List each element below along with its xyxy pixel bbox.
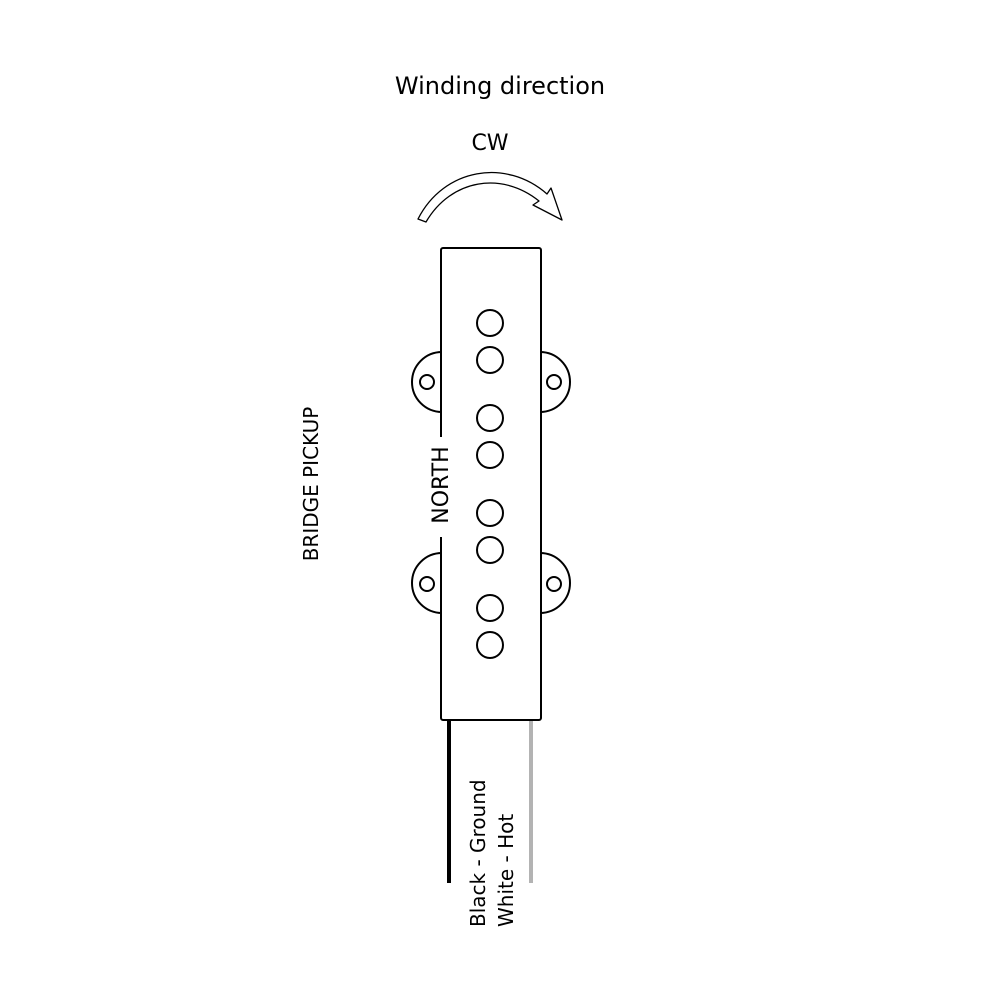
screw-hole-top-left (419, 374, 435, 390)
pickup-label: BRIDGE PICKUP (299, 407, 323, 562)
pole-piece-5 (476, 499, 504, 527)
polarity-label: NORTH (429, 446, 454, 523)
wire-label-white-hot: White - Hot (494, 814, 518, 927)
wire-label-black-ground: Black - Ground (466, 779, 490, 927)
pole-piece-4 (476, 441, 504, 469)
screw-hole-bottom-right (546, 576, 562, 592)
diagram-title: Winding direction (395, 72, 605, 100)
pole-piece-3 (476, 404, 504, 432)
pole-piece-2 (476, 346, 504, 374)
direction-label: CW (471, 131, 508, 156)
screw-hole-bottom-left (419, 576, 435, 592)
clockwise-arrow-icon (417, 172, 563, 223)
pole-piece-7 (476, 594, 504, 622)
polarity-label-backing (436, 437, 448, 537)
pole-piece-1 (476, 309, 504, 337)
screw-hole-top-right (546, 374, 562, 390)
pole-piece-6 (476, 536, 504, 564)
pole-piece-8 (476, 631, 504, 659)
pole-pieces (476, 309, 504, 659)
screw-holes (419, 374, 562, 592)
